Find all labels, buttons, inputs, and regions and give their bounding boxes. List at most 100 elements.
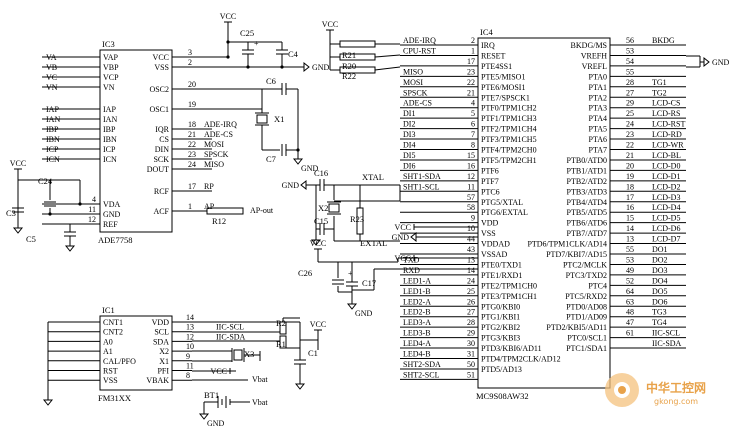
pin-number: 49	[626, 266, 634, 275]
pin-number: 44	[467, 235, 475, 244]
pin-name: BKDG/MS	[571, 41, 607, 50]
net-label: IBP	[46, 125, 59, 134]
net-label: LED3-A	[403, 318, 431, 327]
net-label: SHT1-SDA	[403, 172, 441, 181]
pin-name: PTD3/KBI6/AD11	[481, 344, 542, 353]
ic4-ref: IC4	[480, 27, 494, 37]
pin-number: 4	[471, 99, 475, 108]
pin-number: 3	[188, 48, 192, 57]
pin-number: 63	[626, 297, 634, 306]
pin-name: VDDAD	[481, 240, 510, 249]
ic4-part: MC9S08AW32	[476, 391, 529, 401]
ground-symbol	[292, 155, 304, 165]
pin-name: X1	[159, 357, 169, 366]
pin-number: 24	[467, 276, 475, 285]
resistor	[356, 207, 364, 235]
net-label: SPSCK	[204, 150, 229, 159]
net-label: LCD-RD	[652, 130, 682, 139]
pin-number: 55	[626, 245, 634, 254]
watermark: 中华工控网 gkong.com	[605, 373, 706, 407]
pin-number: 22	[626, 141, 634, 150]
net-label: LED4-A	[403, 339, 431, 348]
chip-layer	[42, 37, 686, 391]
ground-symbol	[42, 396, 54, 406]
pin-name: ICN	[103, 155, 117, 164]
ground-symbol	[294, 380, 306, 390]
pin-name: VBAK	[146, 376, 169, 385]
net-label: DI1	[403, 109, 415, 118]
pin-name: PTE5/MISO1	[481, 72, 525, 81]
pin-name: SCK	[153, 155, 169, 164]
ic1-chip-ref: IC1	[102, 305, 115, 315]
parts-layer	[12, 21, 710, 420]
ground-symbol	[64, 242, 76, 252]
pin-number: 12	[467, 172, 475, 181]
net-label: IIC-SCL	[216, 323, 244, 332]
pin-name: VREFH	[581, 51, 607, 60]
pin-name: PTB0/ATD0	[567, 156, 607, 165]
pin-number: 43	[467, 245, 475, 254]
net-label: TG4	[652, 318, 667, 327]
pin-number: 1	[188, 202, 192, 211]
capacitor	[242, 49, 254, 55]
capacitor	[332, 279, 344, 285]
capacitor	[64, 231, 76, 237]
pin-name: PTC0/SCL1	[567, 334, 607, 343]
pin-number: 2	[188, 58, 192, 67]
pin-number: 21	[467, 88, 475, 97]
vcc-symbol	[413, 224, 420, 230]
net-label: TG1	[652, 78, 667, 87]
resistor	[279, 335, 287, 349]
pin-number: 17	[188, 182, 196, 191]
pin-number: 24	[188, 160, 196, 169]
junction-dot	[226, 40, 230, 44]
net-label: LCD-D6	[652, 224, 680, 233]
pin-name: PTD6/TPM1CLK/AD14	[527, 240, 607, 249]
pin-number: 22	[467, 78, 475, 87]
vcc-label: VCC	[322, 20, 338, 29]
pin-number: 13	[186, 323, 194, 332]
ground-symbol	[410, 231, 420, 243]
pin-name: X2	[159, 347, 169, 356]
pin-name: PTD5/AD13	[481, 365, 522, 374]
net-label: LED2-B	[403, 308, 431, 317]
net-label: TG2	[652, 88, 667, 97]
labels-layer: IC3ADE7758VAPVAVBPVBVCPVCVNVNIAPIAPIANIA…	[6, 12, 730, 428]
ic1-chip	[48, 315, 192, 391]
net-label: TG3	[652, 308, 667, 317]
net-label: LED4-B	[403, 350, 431, 359]
pin-name: PTG0/KBI0	[481, 302, 520, 311]
pin-number: 57	[467, 193, 475, 202]
resistor	[206, 207, 244, 215]
pin-name: PTG2/KBI2	[481, 323, 520, 332]
pin-number: 13	[626, 235, 634, 244]
pin-name: ICP	[103, 145, 116, 154]
net-label: ADE-IRQ	[204, 120, 237, 129]
net-label: DI3	[403, 130, 415, 139]
cap-ref: C1	[308, 348, 318, 358]
pin-name: PTE6/MOSI1	[481, 83, 525, 92]
pin-name: OSC2	[149, 85, 169, 94]
net-label: RP	[204, 182, 214, 191]
pin-name: PTA7	[589, 146, 607, 155]
pin-name: VCC	[153, 53, 169, 62]
gnd-label: GND	[392, 233, 410, 242]
pin-name: PTB7/ATD7	[567, 229, 607, 238]
pin-name: PTF3/TPM1CH5	[481, 135, 537, 144]
gnd-label: GND	[355, 309, 373, 318]
pin-name: PTF2/TPM1CH4	[481, 125, 537, 134]
pin-name: PTA3	[589, 104, 607, 113]
vcc-label: VCC	[310, 320, 326, 329]
pin-name: PTC4	[588, 281, 607, 290]
pin-name: DOUT	[147, 165, 169, 174]
pin-name: PTA5	[589, 125, 607, 134]
pin-number: 14	[626, 224, 634, 233]
pin-name: PTC1/SDA1	[566, 344, 607, 353]
pin-number: 26	[467, 297, 475, 306]
pin-name: PTG6/EXTAL	[481, 208, 528, 217]
net-label: DI4	[403, 141, 415, 150]
ic1-chip-part: FM31XX	[98, 393, 131, 403]
pin-number: 15	[626, 214, 634, 223]
net-label: DO4	[652, 276, 668, 285]
pin-number: 52	[626, 276, 634, 285]
